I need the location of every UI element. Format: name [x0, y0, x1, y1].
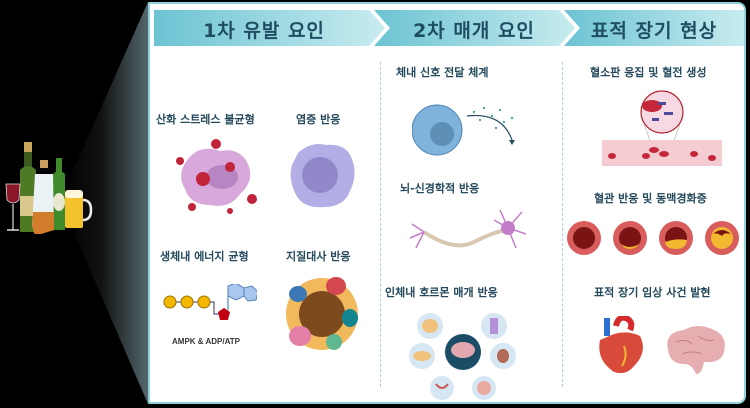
endocrine-organs-icon — [409, 313, 516, 400]
label-clinical-events: 표적 장기 임상 사건 발현 — [594, 286, 711, 299]
diagram-panel: 1차 유발 요인 2차 매개 요인 표적 장기 현상 산화 스트레스 불균형 염… — [148, 2, 746, 404]
inflamed-cell-icon — [290, 144, 355, 208]
column-divider — [562, 62, 563, 387]
label-hormone-response: 인체내 호르몬 매개 반응 — [385, 286, 498, 299]
heart-icon — [599, 316, 643, 374]
header-secondary-mediators: 2차 매개 요인 — [413, 20, 535, 42]
alcoholic-drinks-icon — [5, 142, 93, 234]
header-bar: 1차 유발 요인 2차 매개 요인 표적 장기 현상 — [154, 10, 744, 46]
label-energy-balance: 생체내 에너지 균형 — [160, 250, 249, 263]
label-signal-transduction: 체내 신호 전달 체계 — [396, 66, 489, 79]
label-neuro-response: 뇌-신경학적 반응 — [400, 182, 480, 195]
oxidative-stress-cell-icon — [176, 139, 257, 214]
column-divider — [380, 62, 381, 387]
header-target-organ: 표적 장기 현상 — [590, 20, 718, 42]
blood-clot-icon — [602, 90, 722, 166]
cell-signaling-icon — [412, 104, 515, 156]
atherosclerosis-progression-icon — [567, 221, 739, 255]
label-vascular-atherosclerosis: 혈관 반응 및 동맥경화증 — [594, 192, 707, 205]
header-chevrons — [154, 10, 744, 46]
spotlight-beam — [60, 2, 150, 404]
brain-icon — [667, 326, 725, 374]
label-inflammation: 염증 반응 — [296, 113, 341, 126]
label-platelet-aggregation: 혈소판 응집 및 혈전 생성 — [590, 66, 707, 79]
lipoprotein-icon — [286, 277, 358, 350]
ampk-caption: AMPK & ADP/ATP — [172, 337, 240, 346]
label-lipid-metabolism: 지질대사 반응 — [286, 250, 351, 263]
label-oxidative-stress: 산화 스트레스 불균형 — [156, 113, 255, 126]
header-primary-factors: 1차 유발 요인 — [203, 20, 325, 42]
neuron-icon — [409, 209, 527, 249]
atp-molecule-icon — [163, 284, 257, 320]
